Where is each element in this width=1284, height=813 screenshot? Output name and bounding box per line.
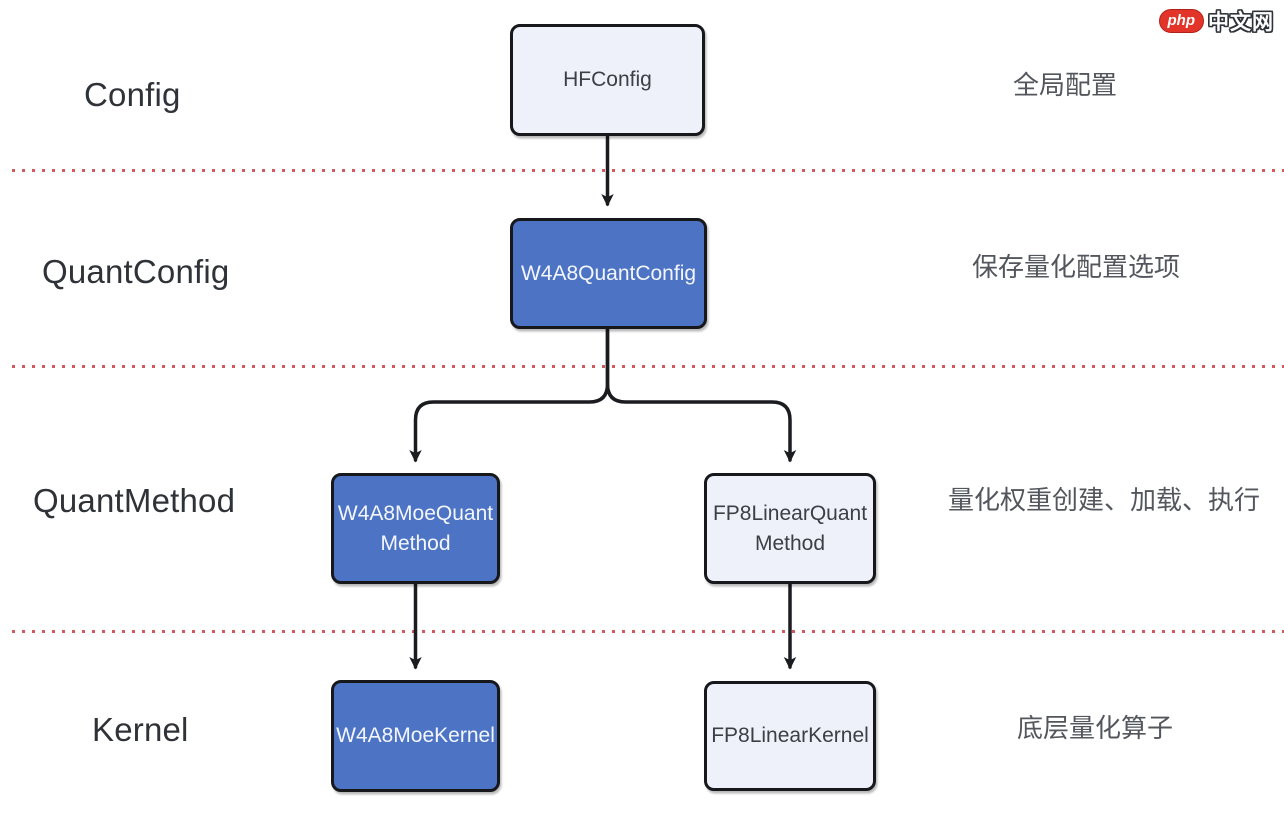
node-fp8linearkernel-label: FP8LinearKernel: [711, 724, 869, 747]
node-w4a8moekernel: W4A8MoeKernel: [331, 680, 500, 792]
row-label-kernel: Kernel: [92, 711, 189, 748]
node-hfconfig-label: HFConfig: [563, 68, 652, 91]
row-label-quantconfig: QuantConfig: [42, 253, 230, 290]
node-w4a8quantconfig: W4A8QuantConfig: [510, 218, 707, 329]
separator-line-2: [12, 365, 1284, 368]
node-fp8linearquantmethod: FP8LinearQuant Method: [704, 473, 876, 584]
node-fp8linearkernel: FP8LinearKernel: [704, 681, 876, 791]
arrow-quantconfig-to-fp8quantmethod: [605, 327, 797, 463]
desc-kernel: 底层量化算子: [1017, 713, 1174, 743]
node-w4a8moekernel-label: W4A8MoeKernel: [336, 724, 495, 747]
desc-quantconfig: 保存量化配置选项: [972, 252, 1181, 282]
php-logo-text: 中文网: [1208, 11, 1274, 34]
node-fp8linearquantmethod-label: FP8LinearQuant Method: [712, 501, 868, 555]
separator-line-3: [12, 630, 1284, 633]
row-label-config: Config: [84, 76, 181, 113]
separator-line-1: [12, 169, 1284, 172]
row-label-quantmethod: QuantMethod: [33, 482, 236, 519]
desc-quantmethod: 量化权重创建、加载、执行: [948, 485, 1261, 515]
php-logo-badge: php: [1158, 9, 1204, 33]
node-hfconfig: HFConfig: [510, 24, 705, 136]
arrow-quantconfig-to-moequantmethod: [409, 327, 610, 463]
php-cn-logo: php 中文网: [1158, 6, 1275, 36]
node-w4a8quantconfig-label: W4A8QuantConfig: [520, 261, 697, 285]
desc-config: 全局配置: [1013, 70, 1118, 100]
node-w4a8moequantmethod: W4A8MoeQuant Method: [331, 473, 500, 584]
node-w4a8moequantmethod-label: W4A8MoeQuant Method: [337, 501, 494, 555]
